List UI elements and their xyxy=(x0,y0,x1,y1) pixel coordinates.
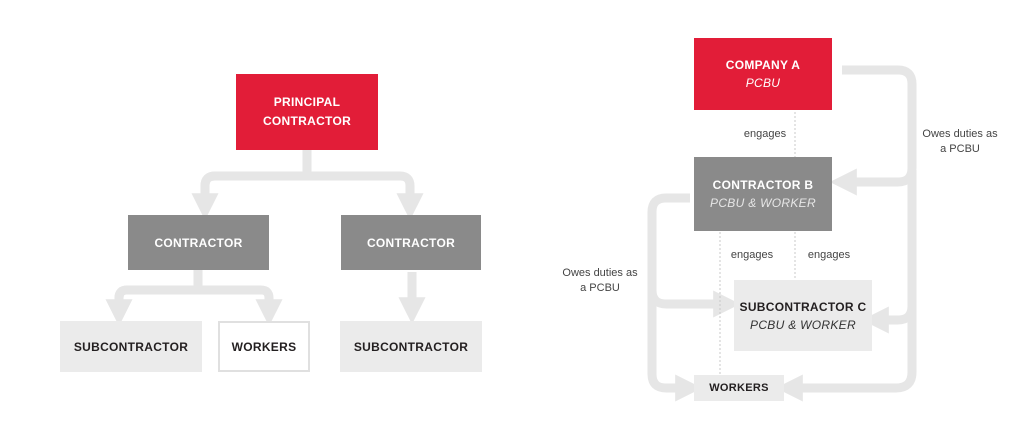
contractor-label: CONTRACTOR xyxy=(366,235,456,250)
contractor-b-duty-arrow xyxy=(647,193,741,318)
contractor-box-right: CONTRACTOR xyxy=(341,215,481,270)
company-a-box: COMPANY A PCBU xyxy=(694,38,832,110)
subcontractor-c-role: PCBU & WORKER xyxy=(750,317,856,332)
principal-to-contractor-left-arrow xyxy=(191,171,219,221)
contractor-b-duty-arrow-to-workers xyxy=(647,290,703,402)
subcontractor-box-right: SUBCONTRACTOR xyxy=(340,321,482,372)
contractor-label: CONTRACTOR xyxy=(154,235,243,250)
workers-box-left: WORKERS xyxy=(218,321,310,372)
contractor-to-subcontractor-arrow xyxy=(114,270,269,310)
company-a-title: COMPANY A xyxy=(725,58,801,72)
principal-to-contractors-arrow xyxy=(200,150,410,204)
company-a-duty-arrow-to-workers xyxy=(775,300,917,402)
principal-contractor-box: PRINCIPAL CONTRACTOR xyxy=(236,74,378,150)
engages-label-a-b: engages xyxy=(743,128,787,140)
subcontractor-c-box: SUBCONTRACTOR C PCBU & WORKER xyxy=(734,280,872,351)
owes-duties-label-right: Owes duties as a PCBU xyxy=(922,128,998,155)
workers-box-right: WORKERS xyxy=(694,375,784,401)
contractor-b-role: PCBU & WORKER xyxy=(710,196,816,210)
principal-contractor-label: PRINCIPAL CONTRACTOR xyxy=(262,95,352,128)
engages-label-b-workers: engages xyxy=(730,249,774,261)
contractor-b-box: CONTRACTOR B PCBU & WORKER xyxy=(694,157,832,231)
engages-label-b-c: engages xyxy=(807,249,851,261)
workers-label: WORKERS xyxy=(231,339,297,354)
subcontractor-box-left: SUBCONTRACTOR xyxy=(60,321,202,372)
company-a-duty-arrow-to-contractor-b xyxy=(829,65,917,196)
owes-duties-label-left: Owes duties as a PCBU xyxy=(562,267,638,294)
contractor-box-left: CONTRACTOR xyxy=(128,215,269,270)
contractor-to-subcontractor-left-arrow xyxy=(105,285,133,327)
contractor-b-title: CONTRACTOR B xyxy=(712,178,814,192)
subcontractor-label: SUBCONTRACTOR xyxy=(73,339,189,354)
subcontractor-c-title: SUBCONTRACTOR C xyxy=(739,299,867,314)
company-a-duty-arrow-to-subcontractor-c xyxy=(861,170,917,334)
workers-label: WORKERS xyxy=(709,382,769,394)
subcontractor-label: SUBCONTRACTOR xyxy=(353,339,469,354)
company-a-role: PCBU xyxy=(745,76,781,90)
